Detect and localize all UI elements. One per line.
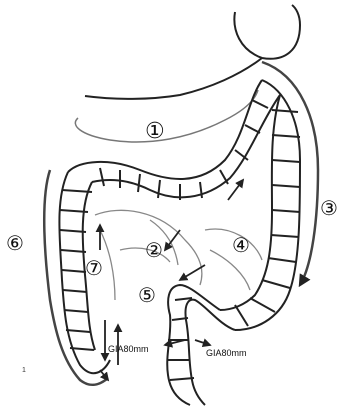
label-2: ②: [145, 238, 163, 262]
page-mark: 1: [22, 367, 26, 374]
label-7: ⑦: [85, 256, 103, 280]
stapler-label-left: GIA80mm: [108, 344, 149, 354]
stapler-label-right: GIA80mm: [206, 348, 247, 358]
label-3: ③: [320, 196, 338, 220]
descending-colon: [220, 80, 300, 330]
stomach-outline: [75, 5, 300, 142]
label-5: ⑤: [138, 283, 156, 307]
label-6: ⑥: [6, 231, 24, 255]
label-1: ①: [145, 119, 165, 144]
label-4: ④: [232, 233, 250, 257]
sigmoid-rectum: [167, 285, 235, 405]
